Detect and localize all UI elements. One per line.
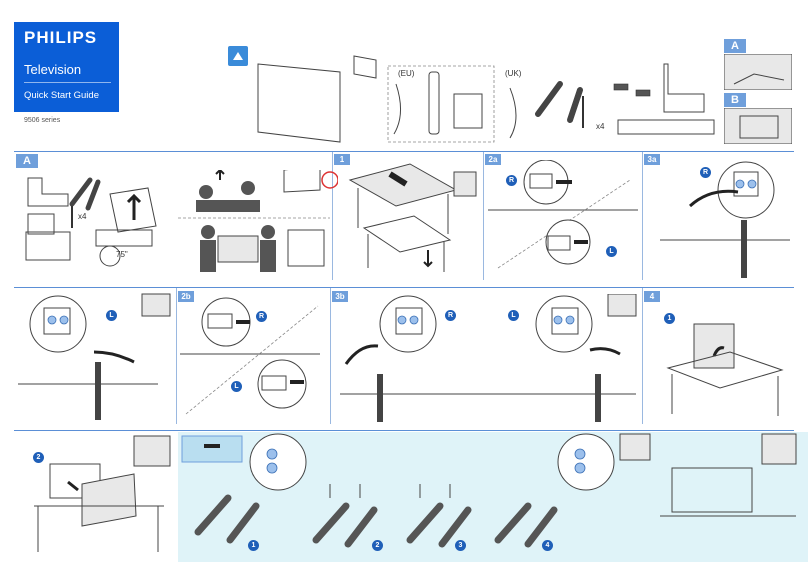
unboxing-contents-illustration xyxy=(228,46,715,143)
remote-control xyxy=(428,71,440,135)
side-l-marker-2b: L xyxy=(231,381,242,392)
side-l-marker-2a: L xyxy=(606,246,617,257)
option-b-illustration xyxy=(724,108,792,144)
side-l-marker-3b: L xyxy=(508,310,519,321)
stand-bracket-2 xyxy=(635,89,651,97)
row3-divider xyxy=(14,430,794,431)
side-r-marker-3b: R xyxy=(445,310,456,321)
brand-name: PHILIPS xyxy=(24,28,98,47)
col-divider-2 xyxy=(483,152,484,280)
tv-panel-outline xyxy=(257,63,341,143)
remote-box-outline xyxy=(353,55,377,79)
step-3a-l-illustration xyxy=(18,293,171,420)
side-r-marker-2b: R xyxy=(256,311,267,322)
substep-3-marker: 3 xyxy=(455,540,466,551)
stand-assembly-illustration xyxy=(181,433,797,548)
substep-4-marker: 4 xyxy=(542,540,553,551)
side-r-marker-2a: R xyxy=(506,175,517,186)
step-3b-badge: 3b xyxy=(332,291,348,302)
title-divider xyxy=(24,82,111,83)
option-b-badge: B xyxy=(724,93,746,107)
step-1-badge: 1 xyxy=(334,154,350,165)
side-r-marker-3a: R xyxy=(700,167,711,178)
soundbar xyxy=(617,119,715,135)
uk-label: (UK) xyxy=(505,69,522,78)
substep-1-marker: 1 xyxy=(248,540,259,551)
row1-divider xyxy=(14,151,794,152)
section-a-badge: A xyxy=(16,154,38,168)
step-4-badge: 4 xyxy=(644,291,660,302)
series-label: 9506 series xyxy=(24,117,61,124)
wall-mount-bracket xyxy=(663,63,705,113)
substep-2-marker-row4: 2 xyxy=(33,452,44,463)
step-4-illustration xyxy=(666,323,784,416)
guide-title: Quick Start Guide xyxy=(24,90,99,101)
section-a-size: 75" xyxy=(116,250,128,259)
col-divider-1 xyxy=(332,152,333,280)
stand-foot-1 xyxy=(535,81,563,117)
step-3a-illustration xyxy=(660,161,790,278)
row2-divider xyxy=(14,287,794,288)
section-a-screws-count: x4 xyxy=(78,212,87,221)
product-title: Television xyxy=(24,62,82,77)
philips-logo-block: PHILIPS Television Quick Start Guide xyxy=(14,22,119,112)
substep-1-marker-step4: 1 xyxy=(664,313,675,324)
step-3a-badge: 3a xyxy=(644,154,660,165)
eu-power-cord xyxy=(393,83,401,135)
step-4-2-illustration xyxy=(34,435,171,552)
col-divider-5 xyxy=(330,288,331,424)
manual-booklet xyxy=(453,93,483,129)
screws-count: x4 xyxy=(596,122,605,131)
step-3b-illustration xyxy=(340,294,637,422)
substep-2-marker: 2 xyxy=(372,540,383,551)
option-a-illustration xyxy=(724,54,792,90)
option-a-badge: A xyxy=(724,39,746,53)
step-2b-badge: 2b xyxy=(178,291,194,302)
step-2b-illustration xyxy=(180,297,320,415)
side-l-marker-row3: L xyxy=(106,310,117,321)
col-divider-3 xyxy=(642,152,643,280)
col-divider-6 xyxy=(642,288,643,424)
uk-power-cord xyxy=(509,87,517,139)
step-2a-badge: 2a xyxy=(485,154,501,165)
step-1-illustration xyxy=(348,163,477,272)
col-divider-4 xyxy=(176,288,177,424)
section-a-illustration xyxy=(25,170,338,272)
eu-label: (EU) xyxy=(398,69,415,78)
stand-bracket-1 xyxy=(613,83,629,91)
eu-accessories-box xyxy=(387,65,495,143)
stand-foot-2 xyxy=(567,87,583,123)
step-2a-illustration xyxy=(488,160,638,269)
